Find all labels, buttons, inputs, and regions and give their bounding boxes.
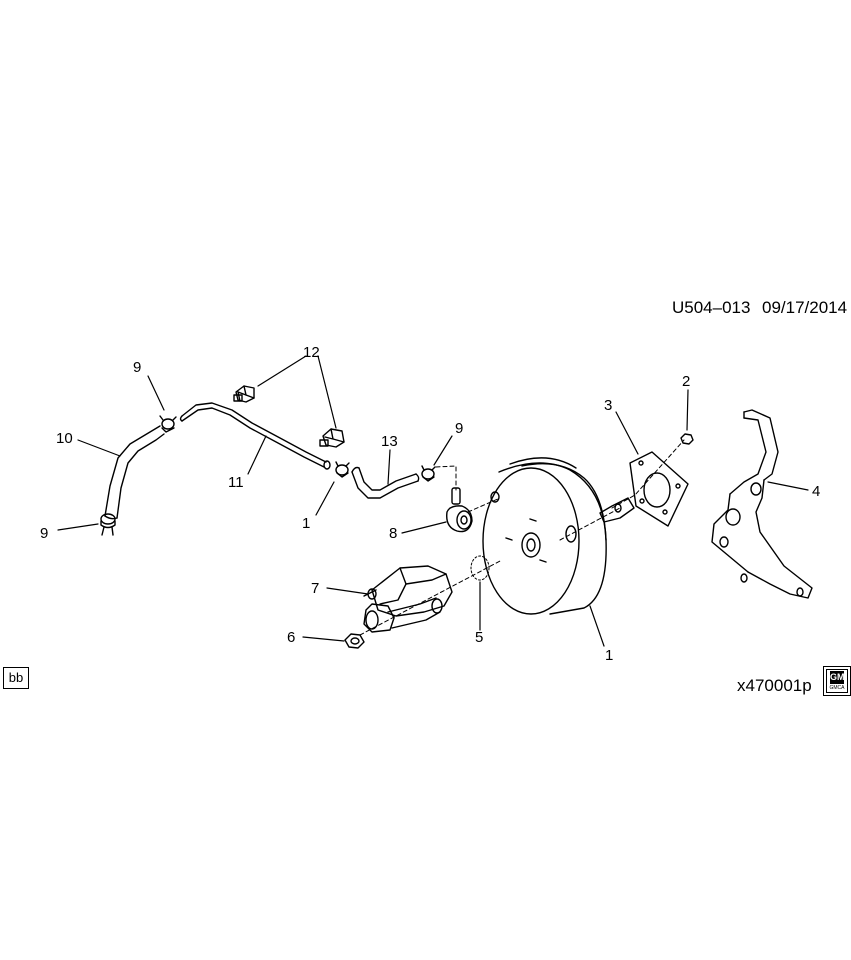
hose-13: [351, 466, 420, 499]
check-valve-8: [446, 487, 473, 533]
callout-4: 4: [812, 483, 820, 500]
callout-10: 10: [56, 430, 73, 447]
pipe-11: [179, 402, 331, 470]
clip-12-upper: [233, 385, 255, 403]
clamp-1-hose: [335, 461, 350, 478]
master-cylinder-7: [363, 565, 453, 633]
gm-logo: GM GMCA: [823, 666, 851, 696]
callout-12: 12: [303, 344, 320, 361]
clamp-9-right: [421, 465, 436, 482]
pushrod-clevis: [599, 497, 635, 523]
callout-9-top: 9: [133, 359, 141, 376]
callout-7: 7: [311, 580, 319, 597]
gm-logo-text: GM: [830, 671, 845, 684]
nut-2: [680, 433, 694, 445]
brake-booster-1: [482, 457, 607, 615]
clamp-9-top: [159, 415, 177, 433]
nut-6: [344, 633, 365, 649]
callout-2: 2: [682, 373, 690, 390]
hose-10: [104, 425, 165, 520]
document-date: 09/17/2014: [762, 298, 848, 317]
callout-9-bottom: 9: [40, 525, 48, 542]
callout-8: 8: [389, 525, 397, 542]
gm-logo-subtext: GMCA: [829, 685, 845, 691]
document-id: U504–013: [672, 298, 751, 317]
assembly-lines: [359, 439, 685, 636]
clip-12-lower: [319, 428, 345, 448]
footer-badge: bb: [3, 667, 29, 689]
callout-6: 6: [287, 629, 295, 646]
seal-5: [470, 555, 490, 581]
callout-1-hose: 1: [302, 515, 310, 532]
callout-9-right: 9: [455, 420, 463, 437]
clamp-9-bottom: [100, 513, 116, 536]
callout-11: 11: [228, 474, 244, 491]
leader-lines: [57, 355, 809, 647]
callout-5: 5: [475, 629, 483, 646]
figure-id: x470001p: [737, 676, 812, 695]
bracket-4: [711, 409, 813, 599]
callout-13: 13: [381, 433, 398, 450]
callout-1-booster: 1: [605, 647, 613, 664]
gasket-3: [629, 451, 689, 527]
callout-3: 3: [604, 397, 612, 414]
